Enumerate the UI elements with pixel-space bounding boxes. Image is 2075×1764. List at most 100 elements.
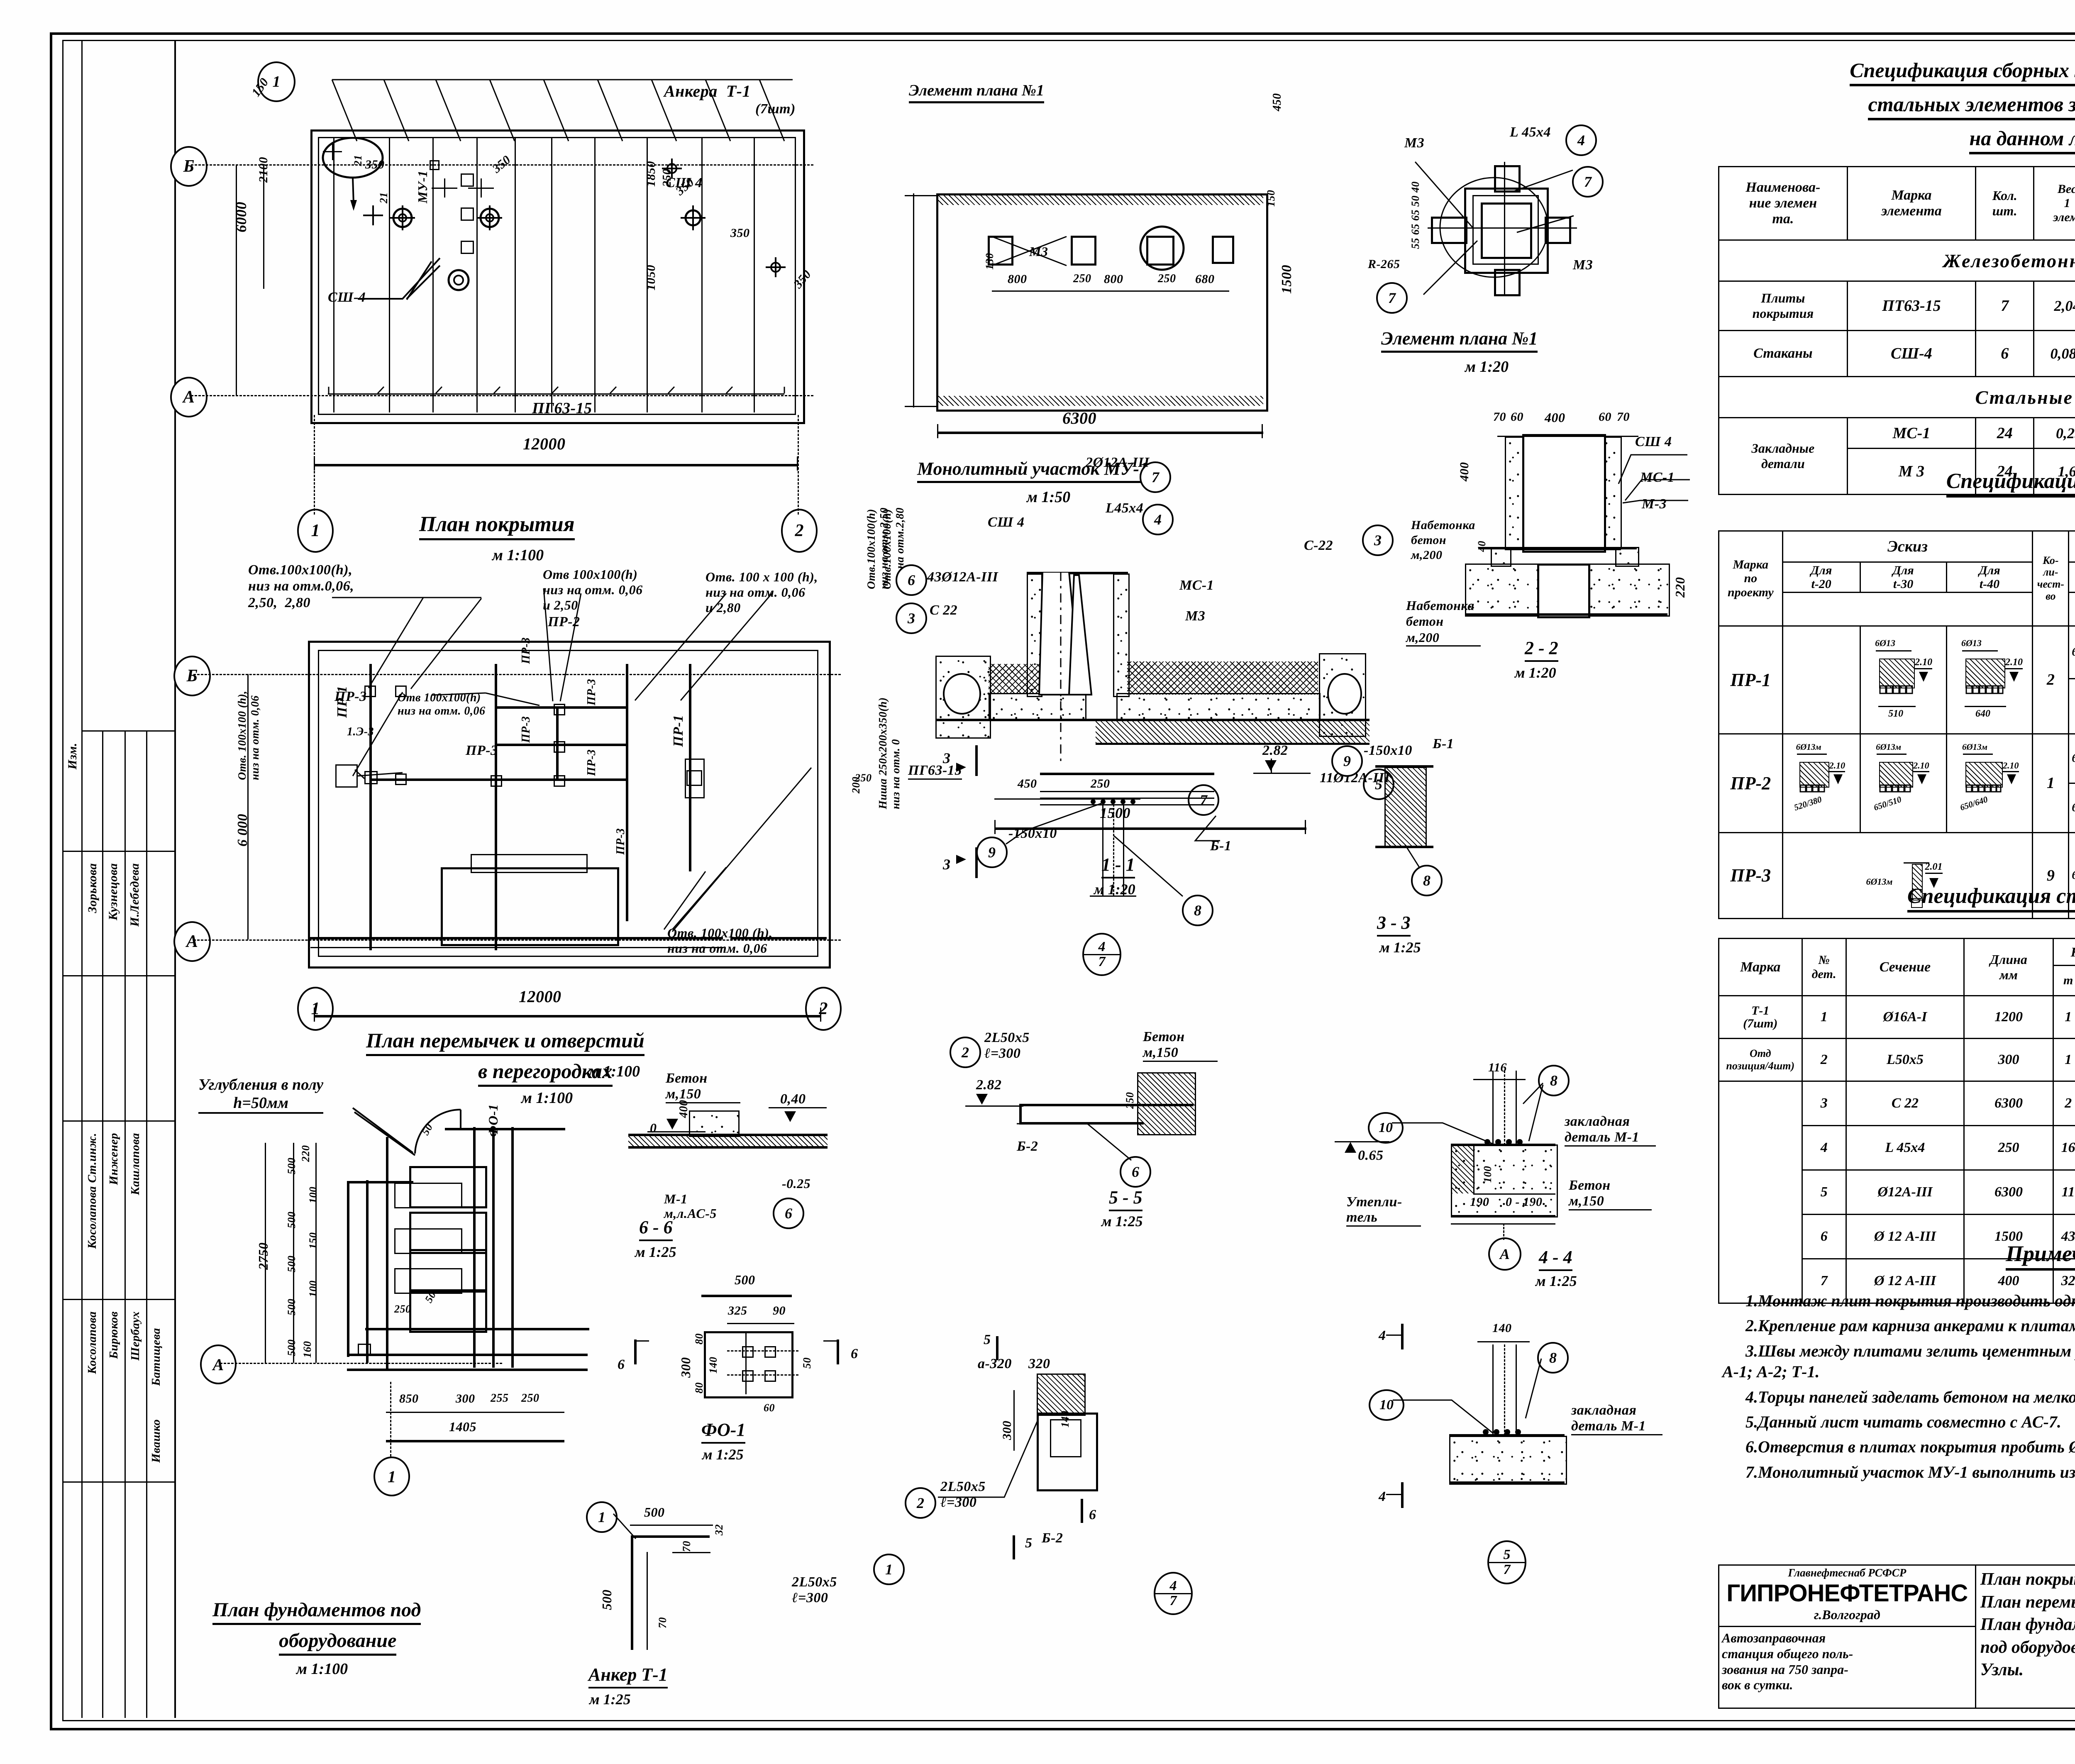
- lintels-building-outline: [308, 641, 831, 969]
- grid-axis-A-lintels: [193, 939, 841, 941]
- sig-name-4: Косолапова: [85, 1311, 99, 1374]
- left-column: [63, 41, 176, 1718]
- cell-sketch-single: 6Ø13м 2.01: [1782, 832, 2034, 919]
- s33-slab-mid2: [1040, 798, 1214, 799]
- cell-lintel-qty: 9: [2032, 832, 2070, 919]
- label-b1-plate: -150х10: [1364, 743, 1412, 758]
- lcol-div3: [124, 730, 126, 1718]
- fo1-outline: [704, 1331, 793, 1398]
- label-s11-bars2: 2Ø12А-III: [1086, 455, 1150, 470]
- sketch-h-label: 2.01: [1925, 861, 1943, 874]
- table-row-PR2: ПР-2 6Ø13м 2.10 520/380 6Ø13м: [1718, 733, 2075, 833]
- cell-e20b-mark: 6Ø13м: [2068, 782, 2075, 833]
- label-s11-slab: ПГ63-15: [908, 763, 962, 780]
- cup-leader: [358, 257, 441, 300]
- dim-300-fo1: 300: [678, 1357, 693, 1378]
- table-row: Закладные детали МС-1 24 0,2. серия 1,46…: [1718, 417, 2075, 495]
- cell-steel-kol: 11: [2052, 1169, 2075, 1215]
- detail-ref-2-s55: 2: [950, 1037, 981, 1068]
- s44-col-axis: [1504, 1071, 1505, 1145]
- roof-slab-joint: [754, 137, 755, 412]
- note-item: 5.Данный лист читать совместно с АС-7.: [1745, 1412, 2061, 1431]
- ep1-axis-h: [1428, 227, 1577, 229]
- lcol-h4: [63, 1120, 174, 1122]
- label-mu1: МУ-1: [415, 170, 430, 203]
- s57-plate: [1449, 1434, 1565, 1437]
- cell-lintel-mark: ПР-1: [1718, 625, 1783, 734]
- dim-line-1405: [386, 1440, 564, 1442]
- cell-name: Плиты покрытия: [1718, 281, 1848, 331]
- label-s11-c22b: С-22: [1304, 538, 1333, 553]
- s11-void-left: [943, 673, 981, 715]
- callout-hole-2: Отв 100х100(h) низ на отм. 0,06 и 2,50: [543, 567, 643, 613]
- view-scale-sec55: м 1:25: [1101, 1213, 1143, 1230]
- lintel-leader-lines: [332, 588, 812, 932]
- table-row: Отд позиция/4шт) 2 L50х5 300 1 1.2 1.2 1…: [1718, 1038, 2075, 1082]
- grid-axis-2-roof: [798, 415, 799, 515]
- cell-steel-mark-blank: [1718, 1081, 1803, 1304]
- view-title-plan-lintels-1: План перемычек и отверстий: [366, 1028, 644, 1056]
- table-row-PR1: ПР-1 6Ø13 2.10 510 6Ø13: [1718, 625, 2075, 734]
- dim-250b: 250: [1158, 272, 1176, 285]
- label-s11-bars43: 43Ø12А-III: [927, 569, 998, 585]
- dim-400h-s22: 400: [1457, 462, 1471, 482]
- dim-800a: 800: [1008, 272, 1027, 286]
- dim-800b: 800: [1104, 272, 1123, 286]
- cell-lintel-mark: ПР-2: [1718, 733, 1783, 833]
- sec-mark-4-s57b-arm: [1386, 1494, 1402, 1495]
- table-row: 4 L 45х4 250 16 0,68 10,88 ГОСТ 8509-72: [1719, 1125, 2075, 1171]
- fo1-dim-chain-top: [727, 1323, 794, 1324]
- s55-level-line: [965, 1105, 1023, 1107]
- label-s11-conc: Набетонка бетон м,200: [1406, 598, 1481, 647]
- cup-symbol: [681, 205, 706, 230]
- mu1-break-bot: [905, 406, 938, 407]
- detail-ref-6-s11: 6: [896, 564, 927, 596]
- table-header-row-2: Для t-20 Для t-30 Для t-40 t-20° t-30° t…: [1719, 561, 2075, 593]
- roof-slab-joint: [647, 137, 648, 412]
- label-b1-level: 2.82: [1262, 743, 1288, 758]
- lcol-h1: [81, 730, 174, 732]
- detail-ref-8-s33: 8: [1182, 895, 1213, 926]
- th-mk-1: мар ка: [2068, 591, 2075, 627]
- cell-sketch-t20: [1782, 625, 1861, 734]
- sec-mark-6-right-line: [837, 1339, 839, 1364]
- view-title-sec55: 5 - 5: [1109, 1187, 1142, 1211]
- equipment-top: [471, 854, 588, 873]
- sig-name-3: И.Лебедева: [128, 863, 142, 927]
- dim-200-lintels: 200: [850, 776, 862, 794]
- dim-1850: 1850: [644, 161, 658, 187]
- fo1-axis-h2: [727, 1374, 798, 1376]
- s55-leaders: [1017, 1123, 1132, 1161]
- th-lintel-qty: Ко- ли- чест- во: [2032, 530, 2070, 627]
- dim-140-fo1: 140: [707, 1357, 719, 1374]
- equipment-pad: [409, 1249, 487, 1291]
- table-row: М 3 24 1,6 серия 1,465-7 в,2: [1719, 448, 2075, 495]
- mu1-outline: [936, 193, 1268, 412]
- view-scale-sec22: м 1:20: [1515, 664, 1556, 681]
- cell-steel-kol: 2: [2052, 1081, 2075, 1126]
- found-wall-left2: [366, 1180, 369, 1363]
- detail-ref-4-ep1: 4: [1565, 124, 1597, 156]
- table-group-row: Железобетонные элементы: [1718, 239, 2075, 282]
- cell-steel-sect: Ø 12 А-III: [1845, 1214, 1965, 1259]
- th-steel-det: № дет.: [1801, 938, 1847, 996]
- cell-sketch-t40: 6Ø13 2.10 640: [1946, 625, 2034, 734]
- sec-mark-3-bot-line: [975, 847, 978, 878]
- cell-lintel-qty: 1: [2032, 733, 2070, 833]
- label-ep1-m3-a: М3: [1404, 135, 1425, 151]
- view-title-plan-found-1: План фундаментов под: [212, 1598, 421, 1625]
- callout-niche: Ниша 250х200х350(h) низ на отм. 0: [876, 697, 902, 809]
- sec-mark-4-s57-line: [1401, 1324, 1404, 1349]
- tb-org-top: Главнефтеснаб РСФСР: [1788, 1566, 1907, 1579]
- th-weight: Вес 1 элем.: [2033, 166, 2075, 241]
- cell-steel-len: 250: [1963, 1125, 2054, 1171]
- dim-500-fo1: 500: [735, 1272, 755, 1287]
- table-group-row: Стальные элементы: [1718, 376, 2075, 418]
- dim-2750: 2750: [256, 1242, 271, 1270]
- label-ep1-m3-b: М3: [1573, 257, 1593, 273]
- equipment-pad: [409, 1291, 487, 1333]
- tb-titles-cell: План покрытия. План перемычек. План фунд…: [1975, 1564, 2075, 1709]
- th-sk-t20: Для t-20: [1782, 561, 1861, 593]
- view-title-sec33: 3 - 3: [1377, 912, 1411, 937]
- spec-precast-title: Спецификация сборных железобетонных и ст…: [1718, 58, 2075, 154]
